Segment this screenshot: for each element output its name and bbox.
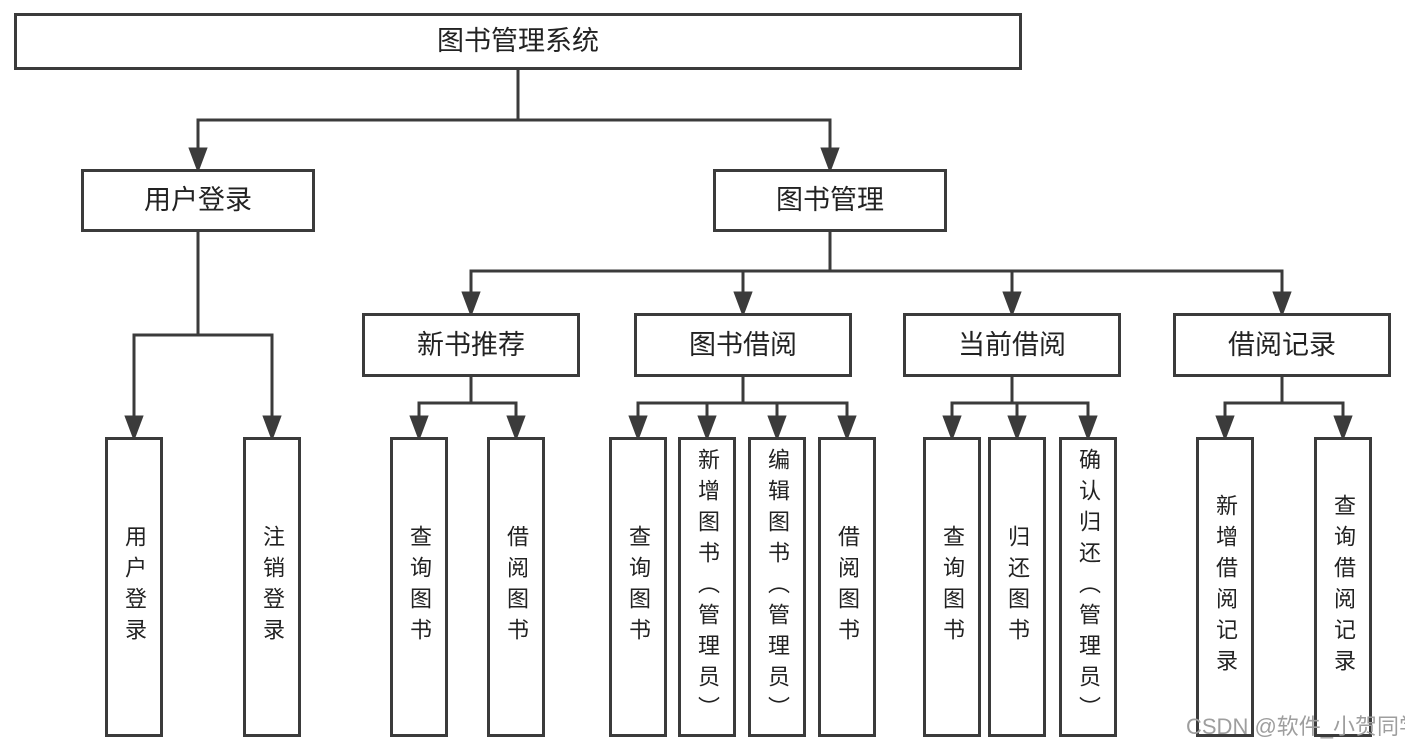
arrowhead (697, 415, 717, 442)
arrowhead (262, 415, 282, 442)
arrowhead (409, 415, 429, 442)
node-book-borrowing-label: 图书借阅 (689, 329, 797, 360)
node-borrowing-records-label: 借阅记录 (1228, 329, 1336, 360)
node-leaf-add-borrow-record: 新增借阅记录 (1196, 437, 1254, 737)
node-leaf-confirm-return-admin: 确认归还（管理员） (1059, 437, 1117, 737)
node-leaf-add-borrow-record-label: 新增借阅记录 (1213, 494, 1238, 680)
connector-new-book-recommendation-subtree (409, 375, 526, 442)
node-leaf-add-books-admin-label: 新增图书（管理员） (695, 447, 720, 727)
node-book-management: 图书管理 (713, 169, 947, 232)
connector-current-borrowing-subtree (942, 375, 1098, 442)
node-leaf-user-login: 用户登录 (105, 437, 163, 737)
node-leaf-borrow-books-borrowing-label: 借阅图书 (835, 525, 860, 649)
node-leaf-query-books-borrowing: 查询图书 (609, 437, 667, 737)
node-new-book-recommendation: 新书推荐 (362, 313, 580, 377)
node-book-management-label: 图书管理 (776, 185, 884, 215)
node-leaf-query-books-borrowing-label: 查询图书 (626, 525, 651, 649)
node-leaf-add-books-admin: 新增图书（管理员） (678, 437, 736, 737)
node-leaf-logout-login-label: 注销登录 (260, 525, 285, 649)
arrowhead (942, 415, 962, 442)
node-leaf-query-borrow-record: 查询借阅记录 (1314, 437, 1372, 737)
arrowhead (1272, 291, 1292, 318)
node-leaf-query-books-recommend-label: 查询图书 (407, 525, 432, 649)
arrowhead (820, 147, 840, 174)
arrowhead (628, 415, 648, 442)
node-user-login: 用户登录 (81, 169, 315, 232)
node-leaf-borrow-books-recommend: 借阅图书 (487, 437, 545, 737)
node-current-borrowing: 当前借阅 (903, 313, 1121, 377)
node-book-borrowing: 图书借阅 (634, 313, 852, 377)
node-current-borrowing-label: 当前借阅 (958, 329, 1066, 360)
node-leaf-query-books-current-label: 查询图书 (940, 525, 965, 649)
node-leaf-query-books-recommend: 查询图书 (390, 437, 448, 737)
connector-book-management-to-level3 (461, 230, 1292, 318)
arrowhead (733, 291, 753, 318)
arrowhead (1215, 415, 1235, 442)
arrowhead (188, 147, 208, 174)
connector-book-borrowing-subtree (628, 375, 857, 442)
node-user-login-label: 用户登录 (144, 185, 252, 215)
node-leaf-edit-books-admin-label: 编辑图书（管理员） (765, 447, 790, 727)
connector-borrowing-records-subtree (1215, 375, 1353, 442)
node-leaf-confirm-return-admin-label: 确认归还（管理员） (1076, 447, 1101, 727)
node-leaf-borrow-books-recommend-label: 借阅图书 (504, 525, 529, 649)
arrowhead (1007, 415, 1027, 442)
node-leaf-user-login-label: 用户登录 (122, 525, 147, 649)
arrowhead (1078, 415, 1098, 442)
node-root-label: 图书管理系统 (437, 26, 599, 56)
node-leaf-edit-books-admin: 编辑图书（管理员） (748, 437, 806, 737)
connector-user-login-subtree (124, 230, 282, 442)
watermark: CSDN @软件_小贺同学 (1186, 714, 1405, 739)
arrowhead (1333, 415, 1353, 442)
node-leaf-return-books-label: 归还图书 (1005, 525, 1030, 649)
node-leaf-logout-login: 注销登录 (243, 437, 301, 737)
arrowhead (124, 415, 144, 442)
arrowhead (767, 415, 787, 442)
arrowhead (1002, 291, 1022, 318)
node-leaf-query-borrow-record-label: 查询借阅记录 (1331, 494, 1356, 680)
node-new-book-recommendation-label: 新书推荐 (417, 329, 525, 360)
node-root: 图书管理系统 (14, 13, 1022, 70)
node-leaf-query-books-current: 查询图书 (923, 437, 981, 737)
node-leaf-borrow-books-borrowing: 借阅图书 (818, 437, 876, 737)
node-leaf-return-books: 归还图书 (988, 437, 1046, 737)
arrowhead (461, 291, 481, 318)
arrowhead (837, 415, 857, 442)
connector-root-to-level2 (188, 68, 840, 174)
node-borrowing-records: 借阅记录 (1173, 313, 1391, 377)
arrowhead (506, 415, 526, 442)
